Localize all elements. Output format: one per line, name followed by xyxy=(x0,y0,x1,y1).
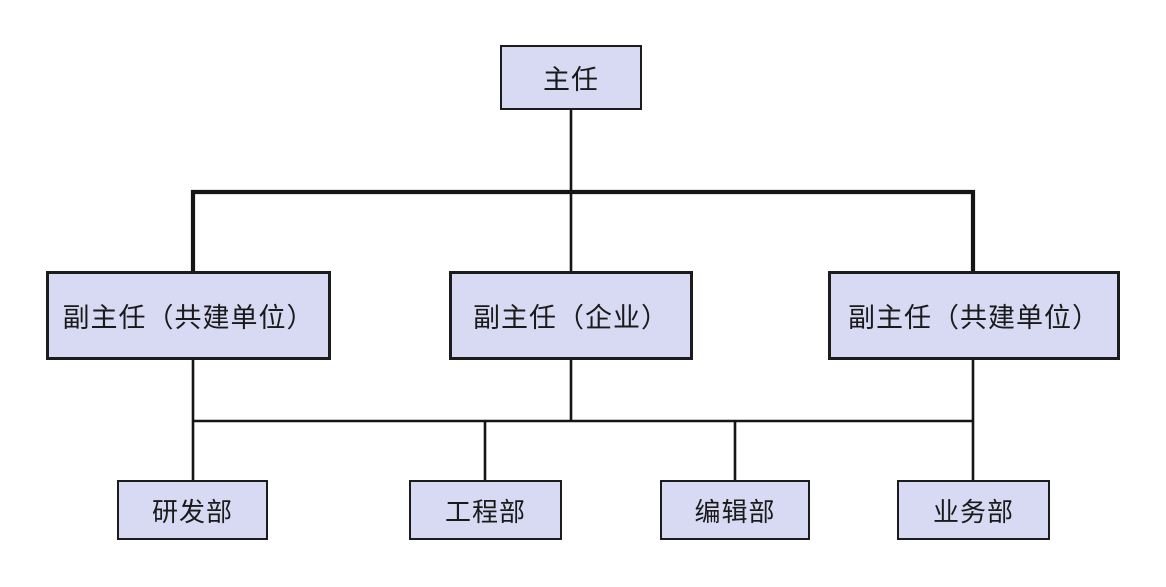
org-node-label: 研发部 xyxy=(151,496,233,527)
org-node-label: 工程部 xyxy=(444,496,526,527)
org-node-dept-rd: 研发部 xyxy=(117,480,268,540)
org-node-label: 编辑部 xyxy=(694,496,776,527)
org-node-label: 副主任（共建单位） xyxy=(62,303,315,333)
org-node-label: 副主任（企业） xyxy=(473,303,669,333)
org-node-label: 副主任（共建单位） xyxy=(848,303,1100,333)
org-node-dept-edit: 编辑部 xyxy=(660,480,810,540)
org-node-label: 业务部 xyxy=(932,496,1014,527)
org-node-deputy-middle: 副主任（企业） xyxy=(449,271,693,360)
org-node-deputy-right: 副主任（共建单位） xyxy=(828,271,1120,360)
org-node-label: 主任 xyxy=(543,65,599,95)
org-node-dept-biz: 业务部 xyxy=(897,480,1050,540)
org-node-director: 主任 xyxy=(500,45,642,110)
org-node-dept-eng: 工程部 xyxy=(409,480,562,540)
org-node-deputy-left: 副主任（共建单位） xyxy=(46,271,331,360)
